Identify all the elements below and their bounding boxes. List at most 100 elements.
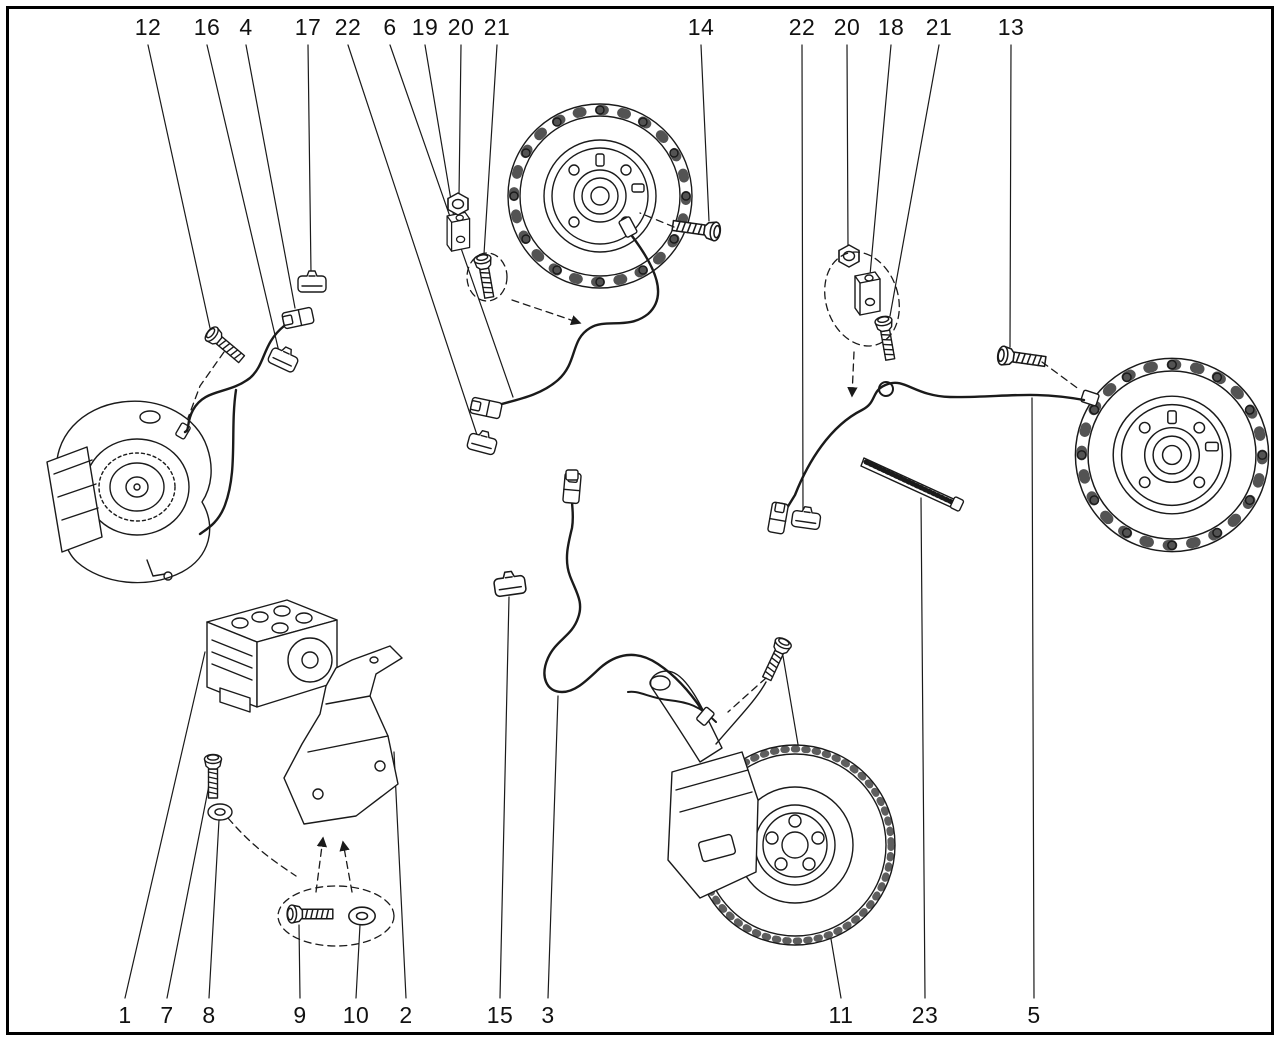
callout-top-20b: 20 xyxy=(833,14,861,40)
callout-bottom-11: 11 xyxy=(828,1002,854,1028)
part-clip-17 xyxy=(297,270,327,293)
leader-8 xyxy=(208,819,220,999)
dash-bolt12-path xyxy=(187,351,225,419)
part-clip-16 xyxy=(266,341,302,374)
rear-brake-drum-right xyxy=(1075,358,1268,551)
callout-bottom-15: 15 xyxy=(486,1002,514,1028)
callout-top-20: 20 xyxy=(447,14,475,40)
dash-arrow-bracket-a xyxy=(315,836,328,893)
callout-top-4: 4 xyxy=(239,14,253,40)
callout-bottom-10: 10 xyxy=(342,1002,370,1028)
part-clip-22b xyxy=(790,504,823,531)
part-bracket-18 xyxy=(854,271,881,316)
leader-22b xyxy=(801,44,804,511)
leader-22a xyxy=(347,44,479,439)
module-bracket-2 xyxy=(283,645,403,825)
sensor-wire-front-left-branch xyxy=(198,388,238,536)
rear-drum-right-assembly xyxy=(766,244,1269,552)
part-bolt-11 xyxy=(758,634,794,683)
part-bolt-12 xyxy=(202,323,248,367)
wheel-speed-sensor-head-front-left xyxy=(175,422,191,440)
front-caliper xyxy=(667,751,759,899)
leader-2 xyxy=(393,751,407,999)
leader-10 xyxy=(355,924,361,999)
callout-bottom-7: 7 xyxy=(160,1002,174,1028)
leader-5 xyxy=(1031,397,1035,999)
leader-21a xyxy=(483,44,498,255)
assembly-annotations xyxy=(187,212,1081,947)
part-connector-rear-top xyxy=(468,396,504,420)
callout-top-18: 18 xyxy=(877,14,905,40)
sensor-wire-rear-right xyxy=(785,381,1086,510)
callout-top-12: 12 xyxy=(134,14,162,40)
part-connector-4 xyxy=(280,306,316,330)
part-screw-9 xyxy=(286,904,334,924)
dash-bolt13-path xyxy=(1041,361,1081,391)
dash-arrow-to-wire-top xyxy=(511,299,582,326)
part-bolt-7 xyxy=(203,753,223,799)
dash-circle-bolt21a xyxy=(466,252,508,302)
leader-15 xyxy=(499,596,510,999)
callout-bottom-23: 23 xyxy=(911,1002,939,1028)
leader-17 xyxy=(307,44,312,274)
leader-14 xyxy=(700,44,710,222)
callout-top-22b: 22 xyxy=(788,14,816,40)
part-bolt-13 xyxy=(995,344,1048,372)
callout-bottom-2: 2 xyxy=(399,1002,413,1028)
rear-drum-top-assembly xyxy=(446,104,723,457)
callout-top-13: 13 xyxy=(997,14,1025,40)
leader-19 xyxy=(424,44,456,225)
leader-23 xyxy=(920,497,926,999)
callout-bottom-3: 3 xyxy=(541,1002,555,1028)
callout-top-6: 6 xyxy=(383,14,397,40)
abs-hydraulic-module xyxy=(206,599,338,713)
part-bolt-21a xyxy=(472,252,499,300)
leader-4 xyxy=(245,44,296,309)
callout-bottom-1: 1 xyxy=(118,1002,132,1028)
callout-bottom-9: 9 xyxy=(293,1002,307,1028)
part-bracket-19 xyxy=(446,211,471,252)
dash-bolt7-path xyxy=(227,817,297,877)
sensor-wire-front xyxy=(543,498,704,712)
leader-12 xyxy=(147,44,211,329)
dash-arrow-bracket-b xyxy=(339,840,353,893)
sensor-wire-front-left xyxy=(183,324,286,434)
part-clip-15 xyxy=(491,568,528,598)
dash-circle-right-group xyxy=(824,251,900,347)
abs-module-assembly xyxy=(203,599,403,926)
callout-top-22: 22 xyxy=(334,14,362,40)
leader-13 xyxy=(1009,44,1012,348)
part-clip-22a xyxy=(465,427,500,457)
sensor-wire-rear-top xyxy=(496,234,660,407)
part-bolt-21b xyxy=(873,314,900,362)
part-washer-10 xyxy=(348,906,376,926)
leader-21b xyxy=(889,44,940,317)
leader-7 xyxy=(166,774,212,999)
sensor-wire-loop xyxy=(878,381,894,397)
wheel-speed-sensor-head-rear-right xyxy=(1080,389,1100,407)
leader-3 xyxy=(547,695,559,999)
callout-top-19: 19 xyxy=(411,14,439,40)
callout-top-21b: 21 xyxy=(925,14,953,40)
callout-bottom-8: 8 xyxy=(202,1002,216,1028)
leader-1 xyxy=(124,651,206,999)
part-cable-tie-23 xyxy=(860,457,965,512)
callout-bottom-5: 5 xyxy=(1027,1002,1041,1028)
front-rotor-assembly xyxy=(491,469,895,945)
dash-bolt11-path xyxy=(727,677,767,713)
wheel-speed-sensor-head-front xyxy=(696,706,715,726)
leader-lines xyxy=(124,44,1035,999)
leader-20a xyxy=(458,44,462,197)
dash-circle-screw9 xyxy=(277,885,395,947)
leader-16 xyxy=(206,44,280,353)
leader-9 xyxy=(298,924,301,999)
front-left-caliper-assembly xyxy=(46,270,327,584)
leader-18 xyxy=(868,44,892,287)
connector-tip xyxy=(565,469,579,481)
dash-arrow-right-group xyxy=(847,351,858,398)
callout-top-21: 21 xyxy=(483,14,511,40)
callout-top-14: 14 xyxy=(687,14,715,40)
dash-bolt14-path xyxy=(639,212,675,228)
